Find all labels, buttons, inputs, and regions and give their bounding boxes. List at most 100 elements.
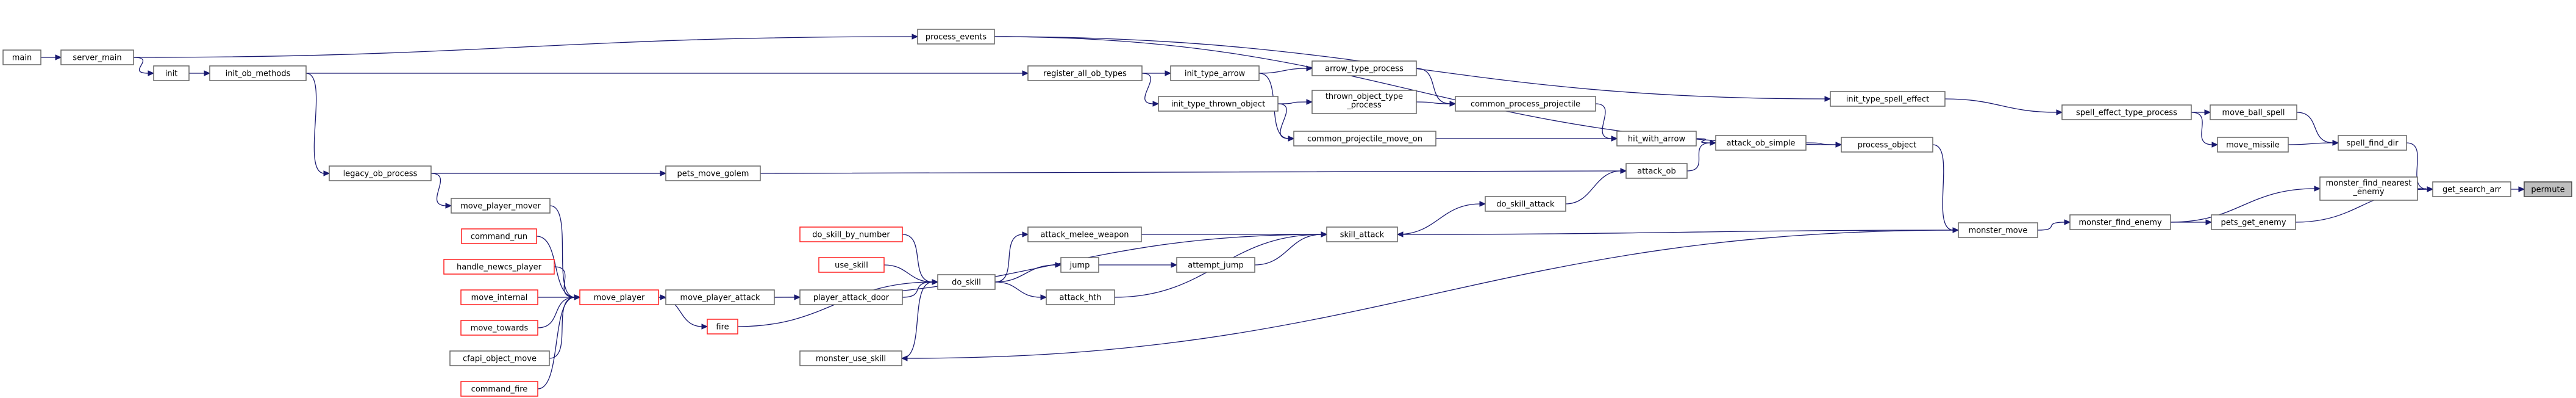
node-box [799, 226, 903, 242]
node-do-skill-attack[interactable]: do_skill_attack [1485, 196, 1566, 212]
node-box [2, 49, 41, 65]
edges-layer [41, 34, 2525, 389]
edge-arrow-type-process-to-common-process-projectile [1416, 68, 1451, 104]
node-box [917, 29, 995, 45]
node-move-towards[interactable]: move_towards [460, 320, 538, 336]
node-server-main[interactable]: server_main [60, 49, 134, 65]
node-move-player-mover[interactable]: move_player_mover [451, 198, 551, 214]
arrowhead [901, 355, 908, 361]
node-init-type-spell-effect[interactable]: init_type_spell_effect [1830, 91, 1946, 107]
node-move-ball-spell[interactable]: move_ball_spell [2210, 104, 2297, 120]
node-common-projectile-move-on[interactable]: common_projectile_move_on [1293, 131, 1436, 147]
node-label: cfapi_object_move [463, 355, 537, 364]
node-common-process-projectile[interactable]: common_process_projectile [1455, 96, 1596, 112]
node-move-player[interactable]: move_player [579, 289, 659, 305]
edge-handle-newcs-player-to-move-player [554, 266, 576, 298]
node-box [1060, 257, 1099, 273]
node-command-fire[interactable]: command_fire [460, 381, 538, 397]
node-label: handle_newcs_player [457, 263, 542, 272]
edge-init-type-arrow-to-arrow-type-process [1258, 68, 1308, 74]
node-do-skill[interactable]: do_skill [937, 274, 996, 290]
node-attack-melee-weapon[interactable]: attack_melee_weapon [1027, 226, 1142, 242]
edge-register-all-ob-types-to-init-type-thrown-object [1141, 73, 1154, 104]
node-label: _process [1346, 101, 1382, 110]
node-label: process_object [1858, 141, 1917, 150]
node-label: jump [1069, 261, 1090, 270]
node-box [937, 274, 996, 290]
node-label: move_player_attack [680, 294, 760, 303]
node-attack-ob-simple[interactable]: attack_ob_simple [1715, 135, 1807, 151]
node-init-ob-methods[interactable]: init_ob_methods [209, 65, 307, 81]
node-thrown-object-type-process[interactable]: thrown_object_type_process [1311, 90, 1417, 114]
arrowhead [932, 279, 939, 285]
node-handle-newcs-player[interactable]: handle_newcs_player [443, 259, 555, 275]
node-box [799, 289, 903, 305]
node-move-internal[interactable]: move_internal [460, 289, 538, 305]
node-move-missile[interactable]: move_missile [2217, 137, 2289, 153]
node-init[interactable]: init [153, 65, 190, 81]
node-monster-move[interactable]: monster_move [1958, 222, 2038, 238]
node-cfapi-object-move[interactable]: cfapi_object_move [449, 350, 550, 366]
node-attempt-jump[interactable]: attempt_jump [1176, 257, 1255, 273]
node-hit-with-arrow[interactable]: hit_with_arrow [1616, 131, 1697, 147]
node-get-search-arr[interactable]: get_search_arr [2432, 181, 2511, 197]
node-box [1170, 65, 1260, 81]
node-label: command_run [471, 233, 527, 242]
node-register-all-ob-types[interactable]: register_all_ob_types [1027, 65, 1143, 81]
arrowhead [2211, 142, 2219, 148]
node-use-skill[interactable]: use_skill [818, 257, 885, 273]
node-label: thrown_object_type [1325, 92, 1403, 101]
node-spell-effect-type-process[interactable]: spell_effect_type_process [2061, 104, 2192, 120]
node-box [2211, 214, 2296, 230]
node-box [460, 289, 538, 305]
node-monster-find-enemy[interactable]: monster_find_enemy [2069, 214, 2171, 230]
node-label: monster_move [1969, 226, 2028, 236]
node-monster-use-skill[interactable]: monster_use_skill [799, 350, 902, 366]
node-pets-get-enemy[interactable]: pets_get_enemy [2211, 214, 2296, 230]
arrowhead [1055, 262, 1062, 268]
arrowhead [1449, 101, 1457, 107]
node-box [1455, 96, 1596, 112]
node-monster-find-nearest-enemy[interactable]: monster_find_nearest_enemy [2319, 176, 2418, 201]
node-label: pets_get_enemy [2221, 219, 2286, 228]
node-command-run[interactable]: command_run [461, 228, 537, 244]
edge-server-main-to-process-events [133, 36, 913, 58]
node-jump[interactable]: jump [1060, 257, 1099, 273]
node-attack-ob[interactable]: attack_ob [1625, 163, 1688, 179]
node-label: init_type_thrown_object [1171, 100, 1265, 109]
node-box [579, 289, 659, 305]
edge-monster-find-enemy-to-monster-find-nearest-enemy [2170, 188, 2316, 223]
node-do-skill-by-number[interactable]: do_skill_by_number [799, 226, 903, 242]
node-move-player-attack[interactable]: move_player_attack [665, 289, 775, 305]
arrowhead [1288, 136, 1295, 142]
node-pets-move-golem[interactable]: pets_move_golem [665, 165, 761, 181]
node-label: fire [716, 323, 729, 332]
node-spell-find-dir[interactable]: spell_find_dir [2338, 135, 2407, 151]
node-init-type-arrow[interactable]: init_type_arrow [1170, 65, 1260, 81]
edge-process-object-to-monster-move [1932, 144, 1954, 231]
node-label: permute [2531, 186, 2564, 195]
node-skill-attack[interactable]: skill_attack [1326, 226, 1398, 242]
arrowhead [1022, 70, 1029, 76]
arrowhead [1306, 99, 1313, 105]
node-main[interactable]: main [2, 49, 41, 65]
node-box [707, 319, 738, 335]
edge-use-skill-to-do-skill [883, 264, 933, 283]
node-label: common_projectile_move_on [1307, 135, 1422, 144]
node-player-attack-door[interactable]: player_attack_door [799, 289, 903, 305]
node-fire[interactable]: fire [707, 319, 738, 335]
arrowhead [1171, 262, 1178, 268]
node-box [1046, 289, 1115, 305]
node-init-type-thrown-object[interactable]: init_type_thrown_object [1158, 96, 1279, 112]
edge-player-attack-door-to-do-skill [902, 281, 933, 298]
node-legacy-ob-process[interactable]: legacy_ob_process [329, 165, 432, 181]
node-arrow-type-process[interactable]: arrow_type_process [1311, 60, 1417, 76]
edge-common-process-projectile-to-hit-with-arrow [1595, 103, 1613, 139]
edge-do-skill-to-jump [994, 264, 1057, 283]
node-process-events[interactable]: process_events [917, 29, 995, 45]
edge-init-type-thrown-object-to-thrown-object-type-process [1277, 101, 1308, 104]
node-attack-hth[interactable]: attack_hth [1046, 289, 1115, 305]
node-process-object[interactable]: process_object [1841, 137, 1933, 153]
node-permute[interactable]: permute [2524, 181, 2572, 197]
